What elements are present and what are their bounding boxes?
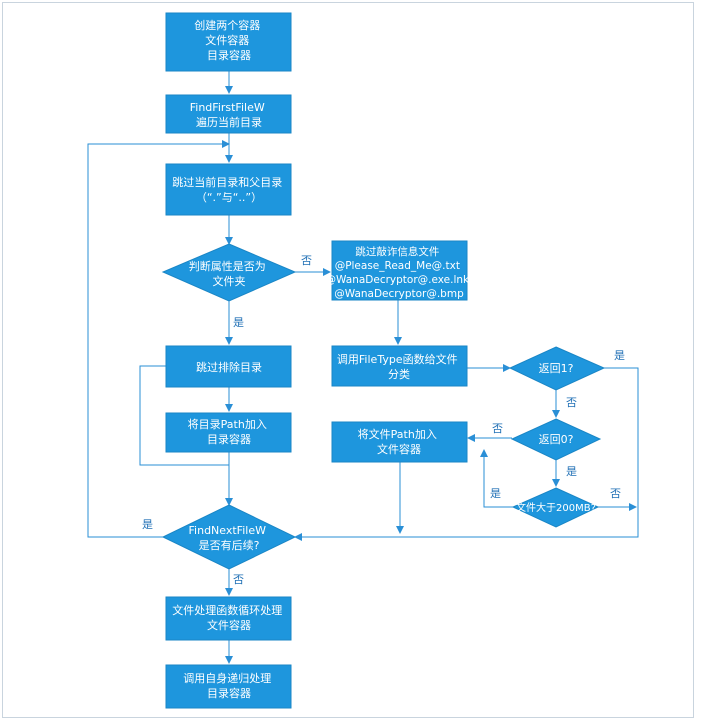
process-line-1: 文件处理函数循环处理 [172, 603, 282, 617]
node-create-containers [165, 12, 292, 72]
node-add-dir-text: 将目录Path加入 目录容器 [188, 418, 271, 446]
adddir-line-2: 目录容器 [207, 432, 251, 446]
skipransom-line-3: @WanaDecryptor@.exe.lnk [326, 274, 470, 286]
node-add-file-text: 将文件Path加入 文件容器 [358, 427, 441, 456]
node-return0 [510, 418, 602, 461]
node-is-folder-text: 判断属性是否为 文件夹 [189, 259, 270, 288]
create-line-2: 文件容器 [205, 33, 249, 47]
node-add-file [331, 421, 468, 463]
label-size-no: 否 [610, 487, 621, 500]
label-findnext-no: 否 [233, 573, 244, 586]
node-find-next-text: FindNextFileW 是否有后续? [189, 524, 270, 552]
node-skip-ransom [331, 240, 468, 301]
node-size-gt-200 [511, 487, 600, 528]
label-findnext-yes: 是 [142, 518, 153, 531]
node-skip-ransom-text: 跳过敲诈信息文件 @Please_Read_Me@.txt @WanaDecry… [326, 245, 473, 300]
process-line-2: 文件容器 [207, 618, 251, 632]
node-process-files [165, 596, 292, 641]
recurse-line-1: 调用自身递归处理 [183, 671, 271, 685]
node-process-files-text: 文件处理函数循环处理 文件容器 [172, 603, 286, 632]
findfirst-line-2: 遍历当前目录 [196, 115, 262, 129]
node-recurse-dirs [165, 664, 292, 709]
findnext-line-2: 是否有后续? [199, 538, 260, 552]
edge-skipexcluded-bypass [139, 365, 229, 466]
node-return1 [508, 346, 606, 391]
edge-labels: 否 是 是 否 否 是 是 否 是 否 [142, 254, 625, 586]
findfirst-line-1: FindFirstFileW [190, 101, 265, 114]
label-isfolder-yes: 是 [233, 316, 244, 329]
skipransom-line-4: @WanaDecryptor@.bmp [334, 288, 464, 300]
node-return0-text: 返回0? [539, 433, 574, 446]
create-line-3: 目录容器 [207, 48, 251, 62]
node-return1-text: 返回1? [539, 362, 574, 375]
node-call-filetype-text: 调用FileType函数给文件 分类 [337, 352, 461, 381]
skipransom-line-1: 跳过敲诈信息文件 [355, 245, 439, 258]
filetype-line-2: 分类 [388, 367, 410, 381]
diagram-frame [2, 2, 694, 718]
node-recurse-dirs-text: 调用自身递归处理 目录容器 [183, 671, 275, 700]
node-find-first-text: FindFirstFileW 遍历当前目录 [190, 101, 268, 129]
label-return0-yes: 是 [566, 465, 577, 478]
node-skip-dots-text: 跳过当前目录和父目录 （“.”与“..”） [172, 175, 286, 204]
label-isfolder-no: 否 [301, 254, 312, 267]
edge-size-yes [480, 449, 513, 508]
edge-return1-yes [294, 367, 639, 541]
create-line-1: 创建两个容器 [194, 18, 260, 32]
addfile-line-2: 文件容器 [377, 442, 421, 456]
node-texts: 创建两个容器 文件容器 目录容器 FindFirstFileW 遍历当前目录 跳… [172, 18, 596, 700]
label-return1-no: 否 [566, 396, 577, 409]
findnext-line-1: FindNextFileW [189, 524, 267, 537]
node-size-text: 文件大于200MB? [516, 501, 596, 514]
label-return1-yes: 是 [614, 349, 625, 362]
skipdots-line-2: （“.”与“..”） [196, 191, 262, 204]
node-add-dir [165, 412, 292, 453]
isfolder-line-1: 判断属性是否为 [189, 259, 266, 273]
node-find-next [161, 504, 297, 570]
node-skip-dots [165, 163, 292, 216]
node-find-first [165, 94, 292, 134]
filetype-line-1: 调用FileType函数给文件 [337, 352, 458, 366]
node-skip-excluded-text: 跳过排除目录 [196, 360, 262, 374]
node-call-filetype [331, 345, 468, 387]
node-create-containers-text: 创建两个容器 文件容器 目录容器 [194, 18, 264, 62]
recurse-line-2: 目录容器 [207, 686, 251, 700]
connectors [87, 71, 639, 664]
skipransom-line-2: @Please_Read_Me@.txt [335, 260, 460, 272]
label-size-yes: 是 [490, 487, 501, 500]
adddir-line-1: 将目录Path加入 [188, 418, 267, 431]
addfile-line-1: 将文件Path加入 [358, 427, 437, 441]
skipdots-line-1: 跳过当前目录和父目录 [172, 175, 282, 189]
edge-findnext-yes-loop [87, 140, 230, 538]
nodes [161, 12, 606, 709]
node-is-folder [161, 243, 297, 302]
isfolder-line-2: 文件夹 [213, 274, 246, 288]
node-skip-excluded [165, 345, 292, 388]
label-return0-no: 否 [492, 422, 503, 435]
